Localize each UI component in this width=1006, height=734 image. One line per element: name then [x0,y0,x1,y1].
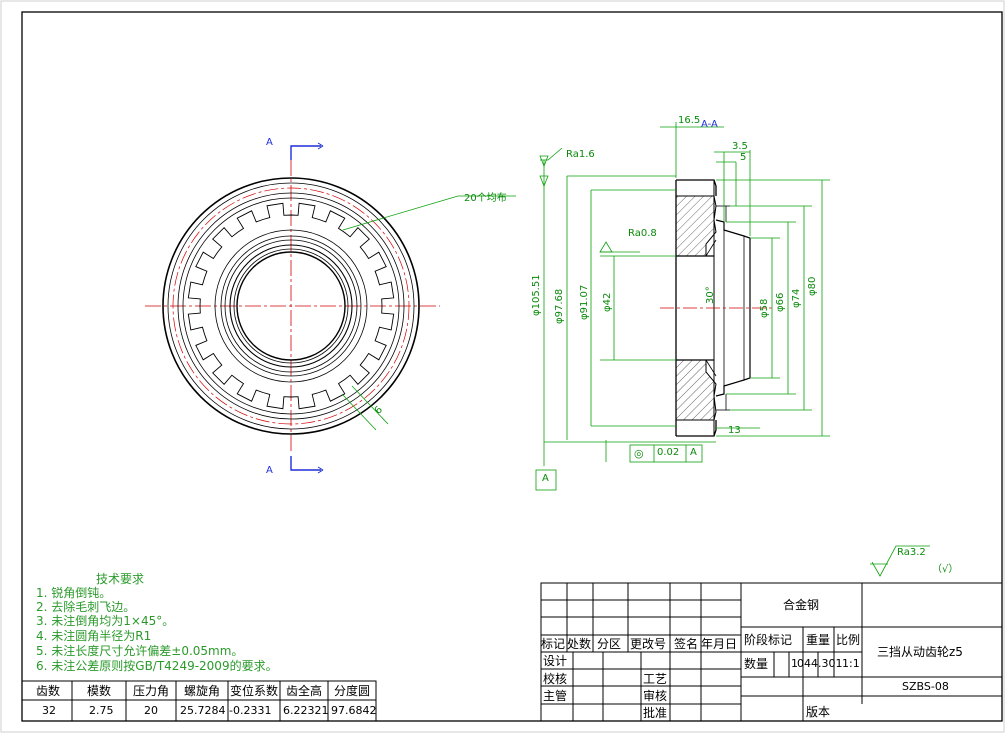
gear-table-header-shift-coef: 变位系数 [230,684,279,698]
tech-req-item-3: 3. 未注倒角均为1×45°。 [36,614,175,628]
roughness-top: Ra1.6 [566,149,595,160]
stage-label: 阶段标记 [744,633,793,647]
gear-front-view [145,142,516,474]
section-letter-bottom: A [266,465,273,476]
tech-req-title: 技术要求 [96,572,145,586]
gear-table-header-pressure-angle: 压力角 [133,684,170,698]
tolerance-datum: A [690,447,697,458]
dim-66: φ66 [775,292,786,312]
role-review: 审核 [643,689,668,703]
qty-label: 数量 [744,657,769,671]
gear-table-header-teeth: 齿数 [36,684,61,698]
gear-table-header-helix-angle: 螺旋角 [184,684,221,698]
roughness-corner: Ra3.2 [897,547,926,558]
material-label: 合金钢 [783,598,820,612]
roughness-corner-paren: （√） [932,564,959,575]
tolerance-value: 0.02 [657,447,680,458]
tech-req-item-2: 2. 去除毛刺飞边。 [36,600,136,614]
rev-header-change-no: 更改号 [630,637,667,651]
rev-header-date: 年月日 [701,637,738,651]
scale-value: 1:1 [842,657,860,670]
role-design: 设计 [543,654,568,668]
gear-table-value-shift-coef: -0.2331 [229,704,272,717]
section-view-label: A-A [701,119,718,130]
gear-table-value-helix-angle: 25.7284 [180,704,226,717]
tech-req-item-6: 6. 未注公差原则按GB/T4249-2009的要求。 [36,659,278,673]
part-name: 三挡从动齿轮z5 [877,645,963,659]
gear-table-value-teeth: 32 [42,704,56,717]
datum-label: A [542,473,549,484]
gear-section-view [535,122,930,577]
dim-58: φ58 [759,298,770,318]
dim-13: 13 [728,425,741,436]
title-block-grid [540,582,1003,722]
weight-label: 重量 [806,633,831,647]
tech-req-item-4: 4. 未注圆角半径为R1 [36,629,152,643]
drawing-number: SZBS-08 [902,680,949,693]
gear-table-value-pitch-circle: 97.6842 [331,704,377,717]
role-process: 工艺 [643,672,668,686]
dim-5: 5 [740,152,747,163]
rev-header-mark: 标记 [541,637,566,651]
gear-table-header-pitch-circle: 分度圆 [334,684,371,698]
weight-value: 044.301 [797,657,843,670]
rev-header-count: 处数 [567,637,592,651]
dim-97: φ97.68 [554,288,565,324]
tech-req-item-5: 5. 未注长度尺寸允许偏差±0.05mm。 [36,644,244,658]
dim-105: φ105.51 [531,274,542,316]
section-letter-top: A [266,137,273,148]
role-approve: 批准 [643,706,668,720]
scale-label: 比例 [836,633,861,647]
qty-value: 1 [791,657,798,670]
dim-80: φ80 [807,276,818,296]
role-manager: 主管 [543,689,568,703]
gear-table-value-module: 2.75 [89,704,114,717]
gear-table-header-tooth-height: 齿全高 [286,684,323,698]
rev-header-zone: 分区 [597,637,622,651]
role-check: 校核 [543,672,568,686]
dim-16-5: 16.5 [678,115,701,126]
version-label: 版本 [806,705,831,719]
gear-table-value-pressure-angle: 20 [144,704,158,717]
tolerance-symbol: ◎ [634,447,644,460]
roughness-mid: Ra0.8 [628,228,657,239]
even-spacing-note: 20个均布 [464,193,507,204]
rev-header-sign: 签名 [674,637,699,651]
dim-3-5: 3.5 [732,141,748,152]
gear-table-value-tooth-height: 6.22321 [283,704,329,717]
gear-table-header-module: 模数 [87,684,112,698]
dim-42: φ42 [602,292,613,312]
dim-91: φ91.07 [579,284,590,320]
gear-param-table-grid [21,680,377,722]
tech-req-item-1: 1. 锐角倒钝。 [36,586,112,600]
angle-30: 30° [705,286,716,304]
dim-74: φ74 [791,288,802,308]
